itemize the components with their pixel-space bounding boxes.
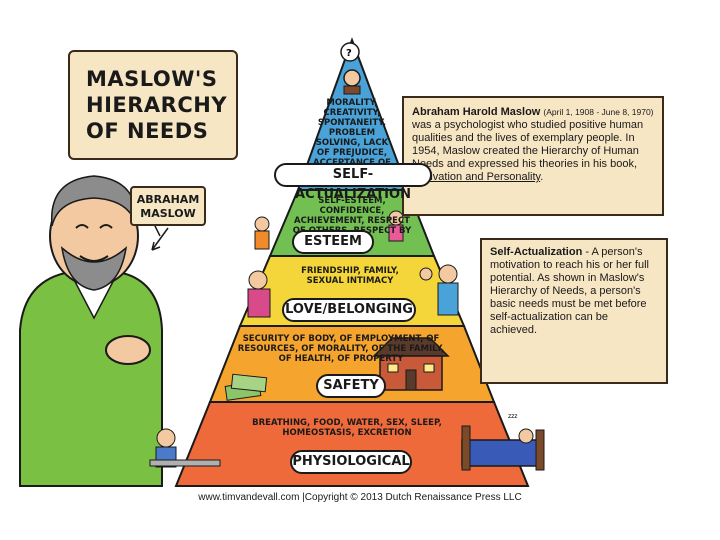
level-label-esteem: ESTEEM xyxy=(292,230,374,254)
love-family-illustration xyxy=(247,264,459,318)
definition-term: Self-Actualization xyxy=(490,246,583,258)
label-line-1: ABRAHAM xyxy=(136,193,200,206)
maslow-name-label: ABRAHAM MASLOW xyxy=(130,186,206,226)
pointer-arrow-icon xyxy=(151,227,169,251)
title-line-1: MASLOW'S xyxy=(86,67,218,91)
tier-physiological xyxy=(174,401,530,487)
title-line-3: OF NEEDS xyxy=(86,119,209,143)
bio-box: Abraham Harold Maslow (April 1, 1908 - J… xyxy=(402,96,664,216)
title-line-2: HIERARCHY xyxy=(86,93,228,117)
eating-boy-illustration xyxy=(149,428,221,468)
bio-end: . xyxy=(540,171,544,183)
safety-needs: SECURITY OF BODY, OF EMPLOYMENT, OF RESO… xyxy=(237,334,445,364)
esteem-children-illustration xyxy=(254,210,404,250)
bio-book-title: Motivation and Personality xyxy=(412,171,541,183)
copyright-footer: www.timvandevall.com |Copyright © 2013 D… xyxy=(198,492,522,503)
title-box: MASLOW'S HIERARCHY OF NEEDS xyxy=(68,50,238,160)
svg-text:zzz: zzz xyxy=(508,413,517,420)
love-belonging-needs: FRIENDSHIP, FAMILY, SEXUAL INTIMACY xyxy=(301,266,399,286)
level-label-safety: SAFETY xyxy=(316,374,386,398)
physiological-needs: BREATHING, FOOD, WATER, SEX, SLEEP, HOME… xyxy=(252,418,442,438)
thinking-person-icon: ? xyxy=(340,42,361,95)
self-actualization-definition-box: Self-Actualization - A person's motivati… xyxy=(480,238,668,384)
level-label-love-belonging: LOVE/BELONGING xyxy=(282,298,416,322)
bio-text: was a psychologist who studied positive … xyxy=(412,119,644,170)
house-icon xyxy=(372,337,450,391)
level-label-self-actualization: SELF-ACTUALIZATION xyxy=(274,163,432,202)
svg-text:?: ? xyxy=(346,48,352,59)
label-line-2: MASLOW xyxy=(140,207,196,220)
bio-dates: (April 1, 1908 - June 8, 1970) xyxy=(543,107,654,117)
abraham-maslow-illustration xyxy=(19,175,163,487)
level-label-physiological: PHYSIOLOGICAL xyxy=(290,450,412,474)
sleeping-bed-icon: zzz xyxy=(461,413,545,471)
definition-text: - A person's motivation to reach his or … xyxy=(490,246,649,336)
diagram-title: MASLOW'S HIERARCHY OF NEEDS xyxy=(86,66,236,144)
bio-name: Abraham Harold Maslow xyxy=(412,106,541,118)
money-icon xyxy=(224,373,268,401)
